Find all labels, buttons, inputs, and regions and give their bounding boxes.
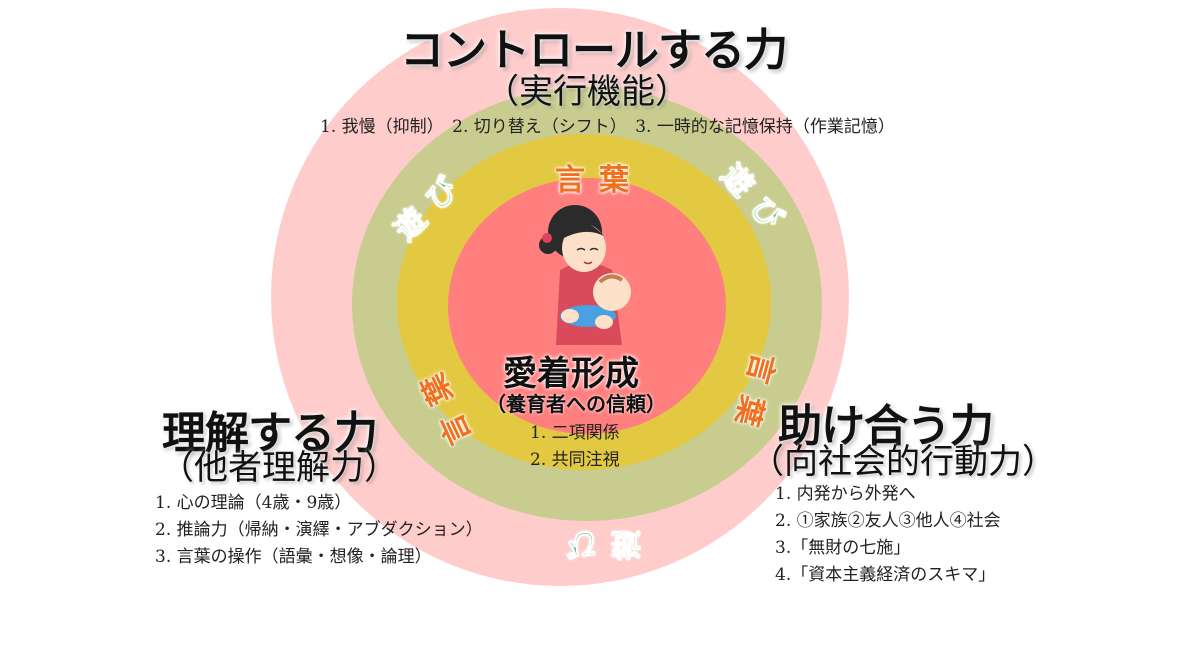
cooperate-title: 助け合う力 [778, 401, 994, 452]
list-item: 1. 内発から外発へ [775, 484, 916, 504]
list-item: 3. 言葉の操作（語彙・想像・論理） [155, 547, 432, 567]
list-item: 2. 推論力（帰納・演繹・アブダクション） [155, 520, 483, 540]
understand-subtitle: （他者理解力） [160, 448, 398, 488]
understand-items: 1. 心の理論（4歳・9歳） 2. 推論力（帰納・演繹・アブダクション） 3. … [155, 490, 483, 571]
attachment-subtitle: （養育者への信頼） [486, 392, 666, 416]
play-label-bottom: 遊び [553, 526, 642, 562]
list-item: 3.「無財の七施」 [775, 538, 911, 558]
control-title: コントロールする力 [400, 25, 788, 76]
words-label-top: 言葉 [555, 163, 643, 198]
understand-title: 理解する力 [162, 408, 378, 459]
list-item: 2. ①家族②友人③他人④社会 [775, 511, 1001, 531]
attachment-title: 愛着形成 [503, 354, 639, 394]
cooperate-subtitle: （向社会的行動力） [750, 442, 1056, 482]
control-subtitle: （実行機能） [485, 72, 689, 112]
list-item: 1. 心の理論（4歳・9歳） [155, 493, 352, 513]
mother-baby-illustration [539, 205, 631, 345]
list-item: 4.「資本主義経済のスキマ」 [775, 565, 996, 585]
attachment-items: 1. 二項関係 2. 共同注視 [530, 420, 620, 474]
list-item: 2. 共同注視 [530, 450, 620, 470]
control-items: 1. 我慢（抑制） 2. 切り替え（シフト） 3. 一時的な記憶保持（作業記憶） [320, 117, 895, 137]
cooperate-items: 1. 内発から外発へ 2. ①家族②友人③他人④社会 3.「無財の七施」 4.「… [775, 481, 1001, 589]
list-item: 1. 二項関係 [530, 423, 620, 443]
